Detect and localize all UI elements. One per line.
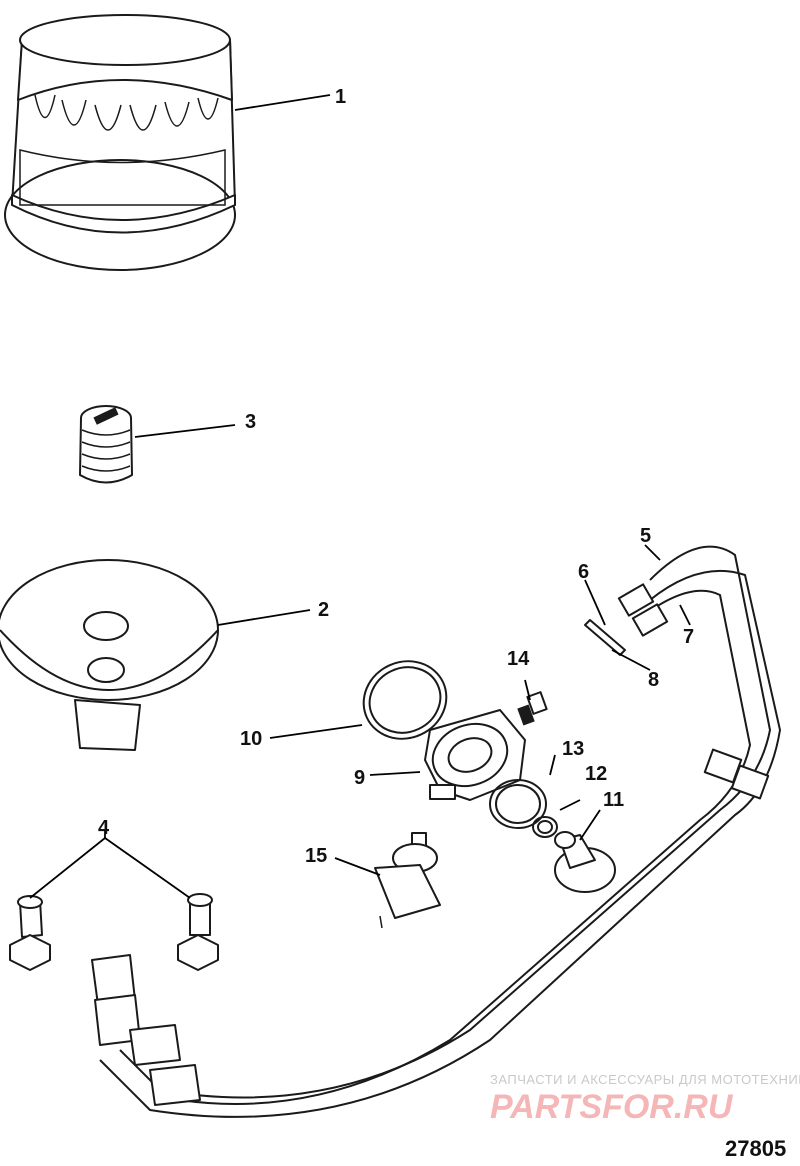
callout-2: 2 <box>318 599 329 621</box>
callout-13: 13 <box>562 738 584 760</box>
callout-3: 3 <box>245 411 256 433</box>
o-ring-small <box>532 816 558 838</box>
watermark-logo: PARTSFOR.RU <box>490 1088 734 1126</box>
callout-11: 11 <box>603 789 624 811</box>
oil-filter <box>4 14 236 271</box>
callout-10: 10 <box>240 728 262 750</box>
clip <box>584 619 626 656</box>
adapter-plate <box>0 559 219 751</box>
bolts <box>9 893 219 971</box>
callout-1: 1 <box>335 86 346 108</box>
callout-6: 6 <box>578 561 589 583</box>
callout-14: 14 <box>507 648 530 670</box>
callout-4: 4 <box>98 817 110 839</box>
o-ring-medium <box>489 779 547 829</box>
threaded-fitting <box>79 405 133 484</box>
o-ring-large <box>362 660 448 740</box>
figure-number: 27805 <box>725 1136 786 1161</box>
callout-7: 7 <box>683 626 694 648</box>
callout-12: 12 <box>585 763 607 785</box>
small-bolt <box>517 691 548 726</box>
callout-15: 15 <box>305 845 327 867</box>
adapter-housing <box>424 709 526 801</box>
callout-8: 8 <box>648 669 659 691</box>
hose-lines <box>91 545 781 1118</box>
valve <box>554 831 616 893</box>
callout-5: 5 <box>640 525 651 547</box>
sensor <box>374 832 441 929</box>
callouts: 1 3 2 4 5 6 7 8 14 10 13 9 12 11 15 <box>98 86 694 867</box>
callout-9: 9 <box>354 767 365 789</box>
watermark-tagline: ЗАПЧАСТИ И АКСЕССУАРЫ ДЛЯ МОТОТЕХНИКИ <box>490 1072 800 1087</box>
leader-lines <box>29 94 691 899</box>
